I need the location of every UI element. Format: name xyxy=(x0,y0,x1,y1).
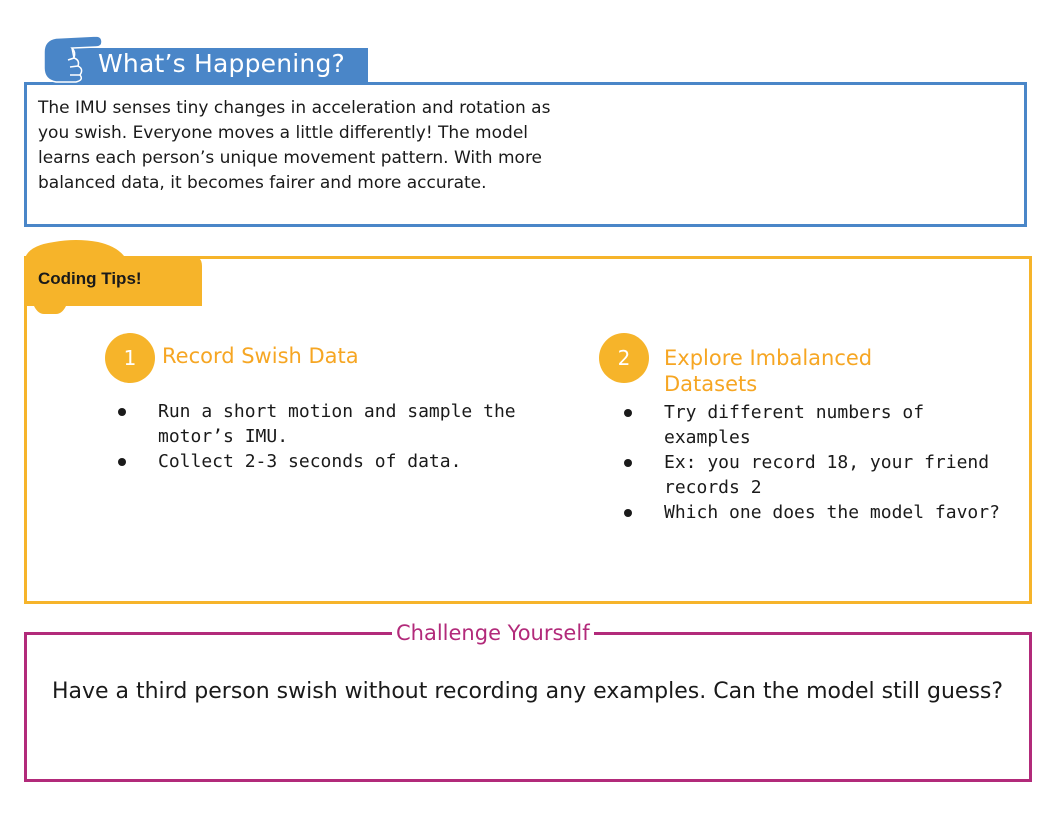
coding-tips-label: Coding Tips! xyxy=(38,269,142,288)
list-item: Run a short motion and sample the motor’… xyxy=(112,399,542,449)
step-2-bullet-list: Try different numbers of examples Ex: yo… xyxy=(618,400,1008,525)
step-2-number-badge: 2 xyxy=(599,333,649,383)
step-1-number-badge: 1 xyxy=(105,333,155,383)
step-1-bullet-list: Run a short motion and sample the motor’… xyxy=(112,399,542,474)
step-2-title: Explore Imbalanced Datasets xyxy=(664,346,873,396)
pointing-hand-icon xyxy=(43,35,103,83)
whats-happening-title: What’s Happening? xyxy=(98,49,346,78)
whats-happening-box xyxy=(24,82,1027,227)
coding-tips-box xyxy=(24,256,1032,604)
challenge-body: Have a third person swish without record… xyxy=(51,679,1004,704)
list-item: Which one does the model favor? xyxy=(618,500,1008,525)
coding-tips-hat-block xyxy=(24,240,202,314)
whats-happening-body: The IMU senses tiny changes in accelerat… xyxy=(38,98,551,193)
step-1-title: Record Swish Data xyxy=(162,344,359,368)
challenge-title: Challenge Yourself xyxy=(392,620,594,646)
challenge-box xyxy=(24,632,1032,782)
list-item: Try different numbers of examples xyxy=(618,400,1008,450)
whats-happening-header xyxy=(56,48,368,84)
list-item: Collect 2-3 seconds of data. xyxy=(112,449,542,474)
list-item: Ex: you record 18, your friend records 2 xyxy=(618,450,1008,500)
